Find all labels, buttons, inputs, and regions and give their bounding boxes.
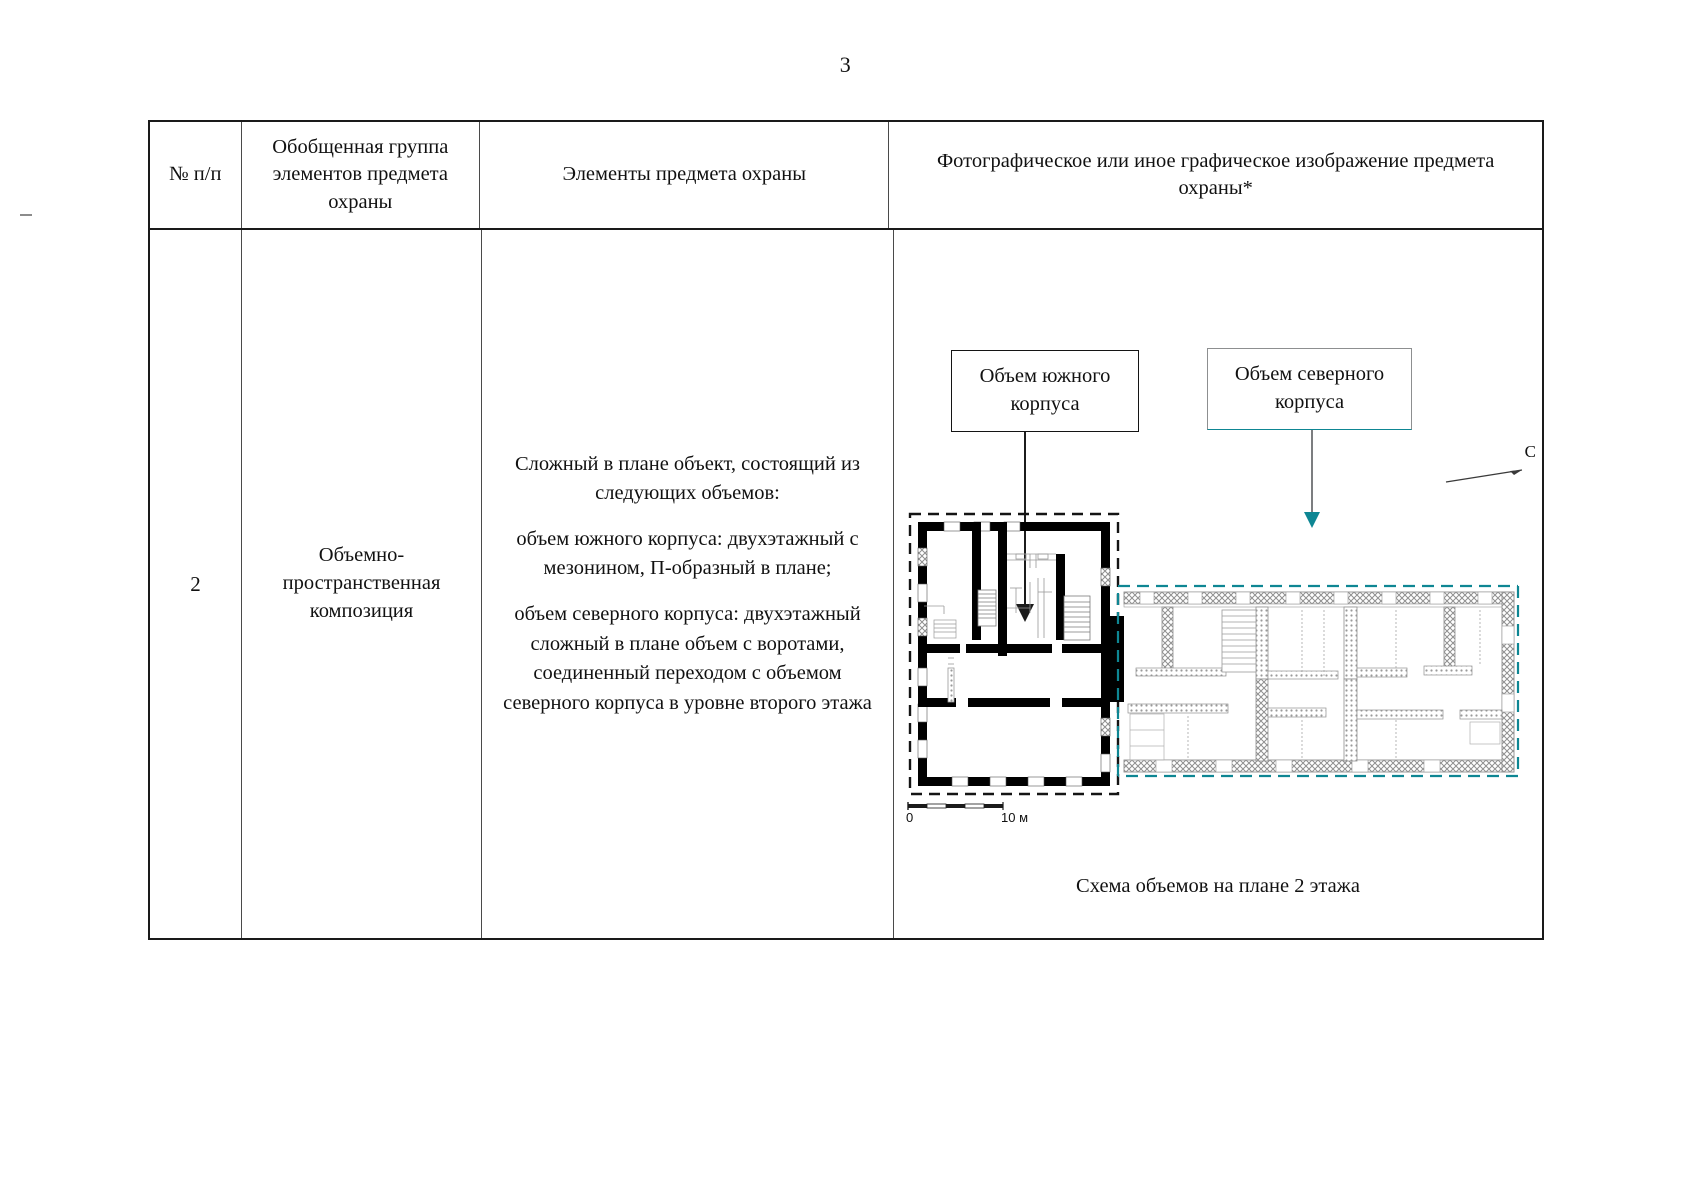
callout-box-south-building: Объем южного корпуса <box>951 350 1139 432</box>
row-image-cell: Объем южного корпуса Объем северного кор… <box>894 230 1542 938</box>
floor-plan-graphic: Объем южного корпуса Объем северного кор… <box>894 230 1542 938</box>
north-direction-indicator: С <box>1444 442 1536 486</box>
element-paragraph-south: объем южного корпуса: двухэтажный с мезо… <box>516 527 859 580</box>
callout-box-north-building: Объем северного корпуса <box>1207 348 1412 430</box>
scale-bar-icon <box>907 802 1004 810</box>
table-row: 2 Объемно-пространственная композиция Сл… <box>150 230 1542 938</box>
south-building-group <box>908 512 1120 796</box>
scale-label-ten: 10 м <box>1001 810 1029 825</box>
table-header-row: № п/п Обобщенная группа элементов предме… <box>150 122 1542 230</box>
column-header-group: Обобщенная группа элементов предмета охр… <box>242 122 481 228</box>
north-building-group <box>1116 584 1520 778</box>
floor-plan-drawing <box>904 508 1524 800</box>
floor-plan-svg <box>908 512 1520 796</box>
arrow-head-north-icon <box>1304 512 1320 528</box>
leader-line-south <box>1024 432 1026 606</box>
protection-subject-table: № п/п Обобщенная группа элементов предме… <box>148 120 1544 940</box>
row-elements-cell: Сложный в плане объект, состоящий из сле… <box>482 230 894 938</box>
row-group-cell: Объемно-пространственная композиция <box>242 230 482 938</box>
scale-label-zero: 0 <box>906 810 914 825</box>
page-number: 3 <box>839 52 852 77</box>
leader-line-north <box>1311 430 1313 514</box>
element-paragraph-intro: Сложный в плане объект, состоящий из сле… <box>514 452 861 505</box>
north-letter-label: С <box>1524 442 1536 461</box>
plan-caption: Схема объемов на плане 2 этажа <box>1076 875 1360 897</box>
scale-bar: 0 10 м <box>906 800 1076 830</box>
north-arrow-icon <box>1445 469 1523 483</box>
column-header-image: Фотографическое или иное графическое изо… <box>936 149 1495 199</box>
row-number-cell: 2 <box>150 230 242 938</box>
column-header-number: № п/п <box>150 122 242 228</box>
element-paragraph-north: объем северного корпуса: двухэтажный сло… <box>503 603 872 714</box>
scan-speck-left <box>20 214 32 216</box>
column-header-elements: Элементы предмета охраны <box>480 122 890 228</box>
arrow-head-south-icon <box>1016 604 1034 622</box>
